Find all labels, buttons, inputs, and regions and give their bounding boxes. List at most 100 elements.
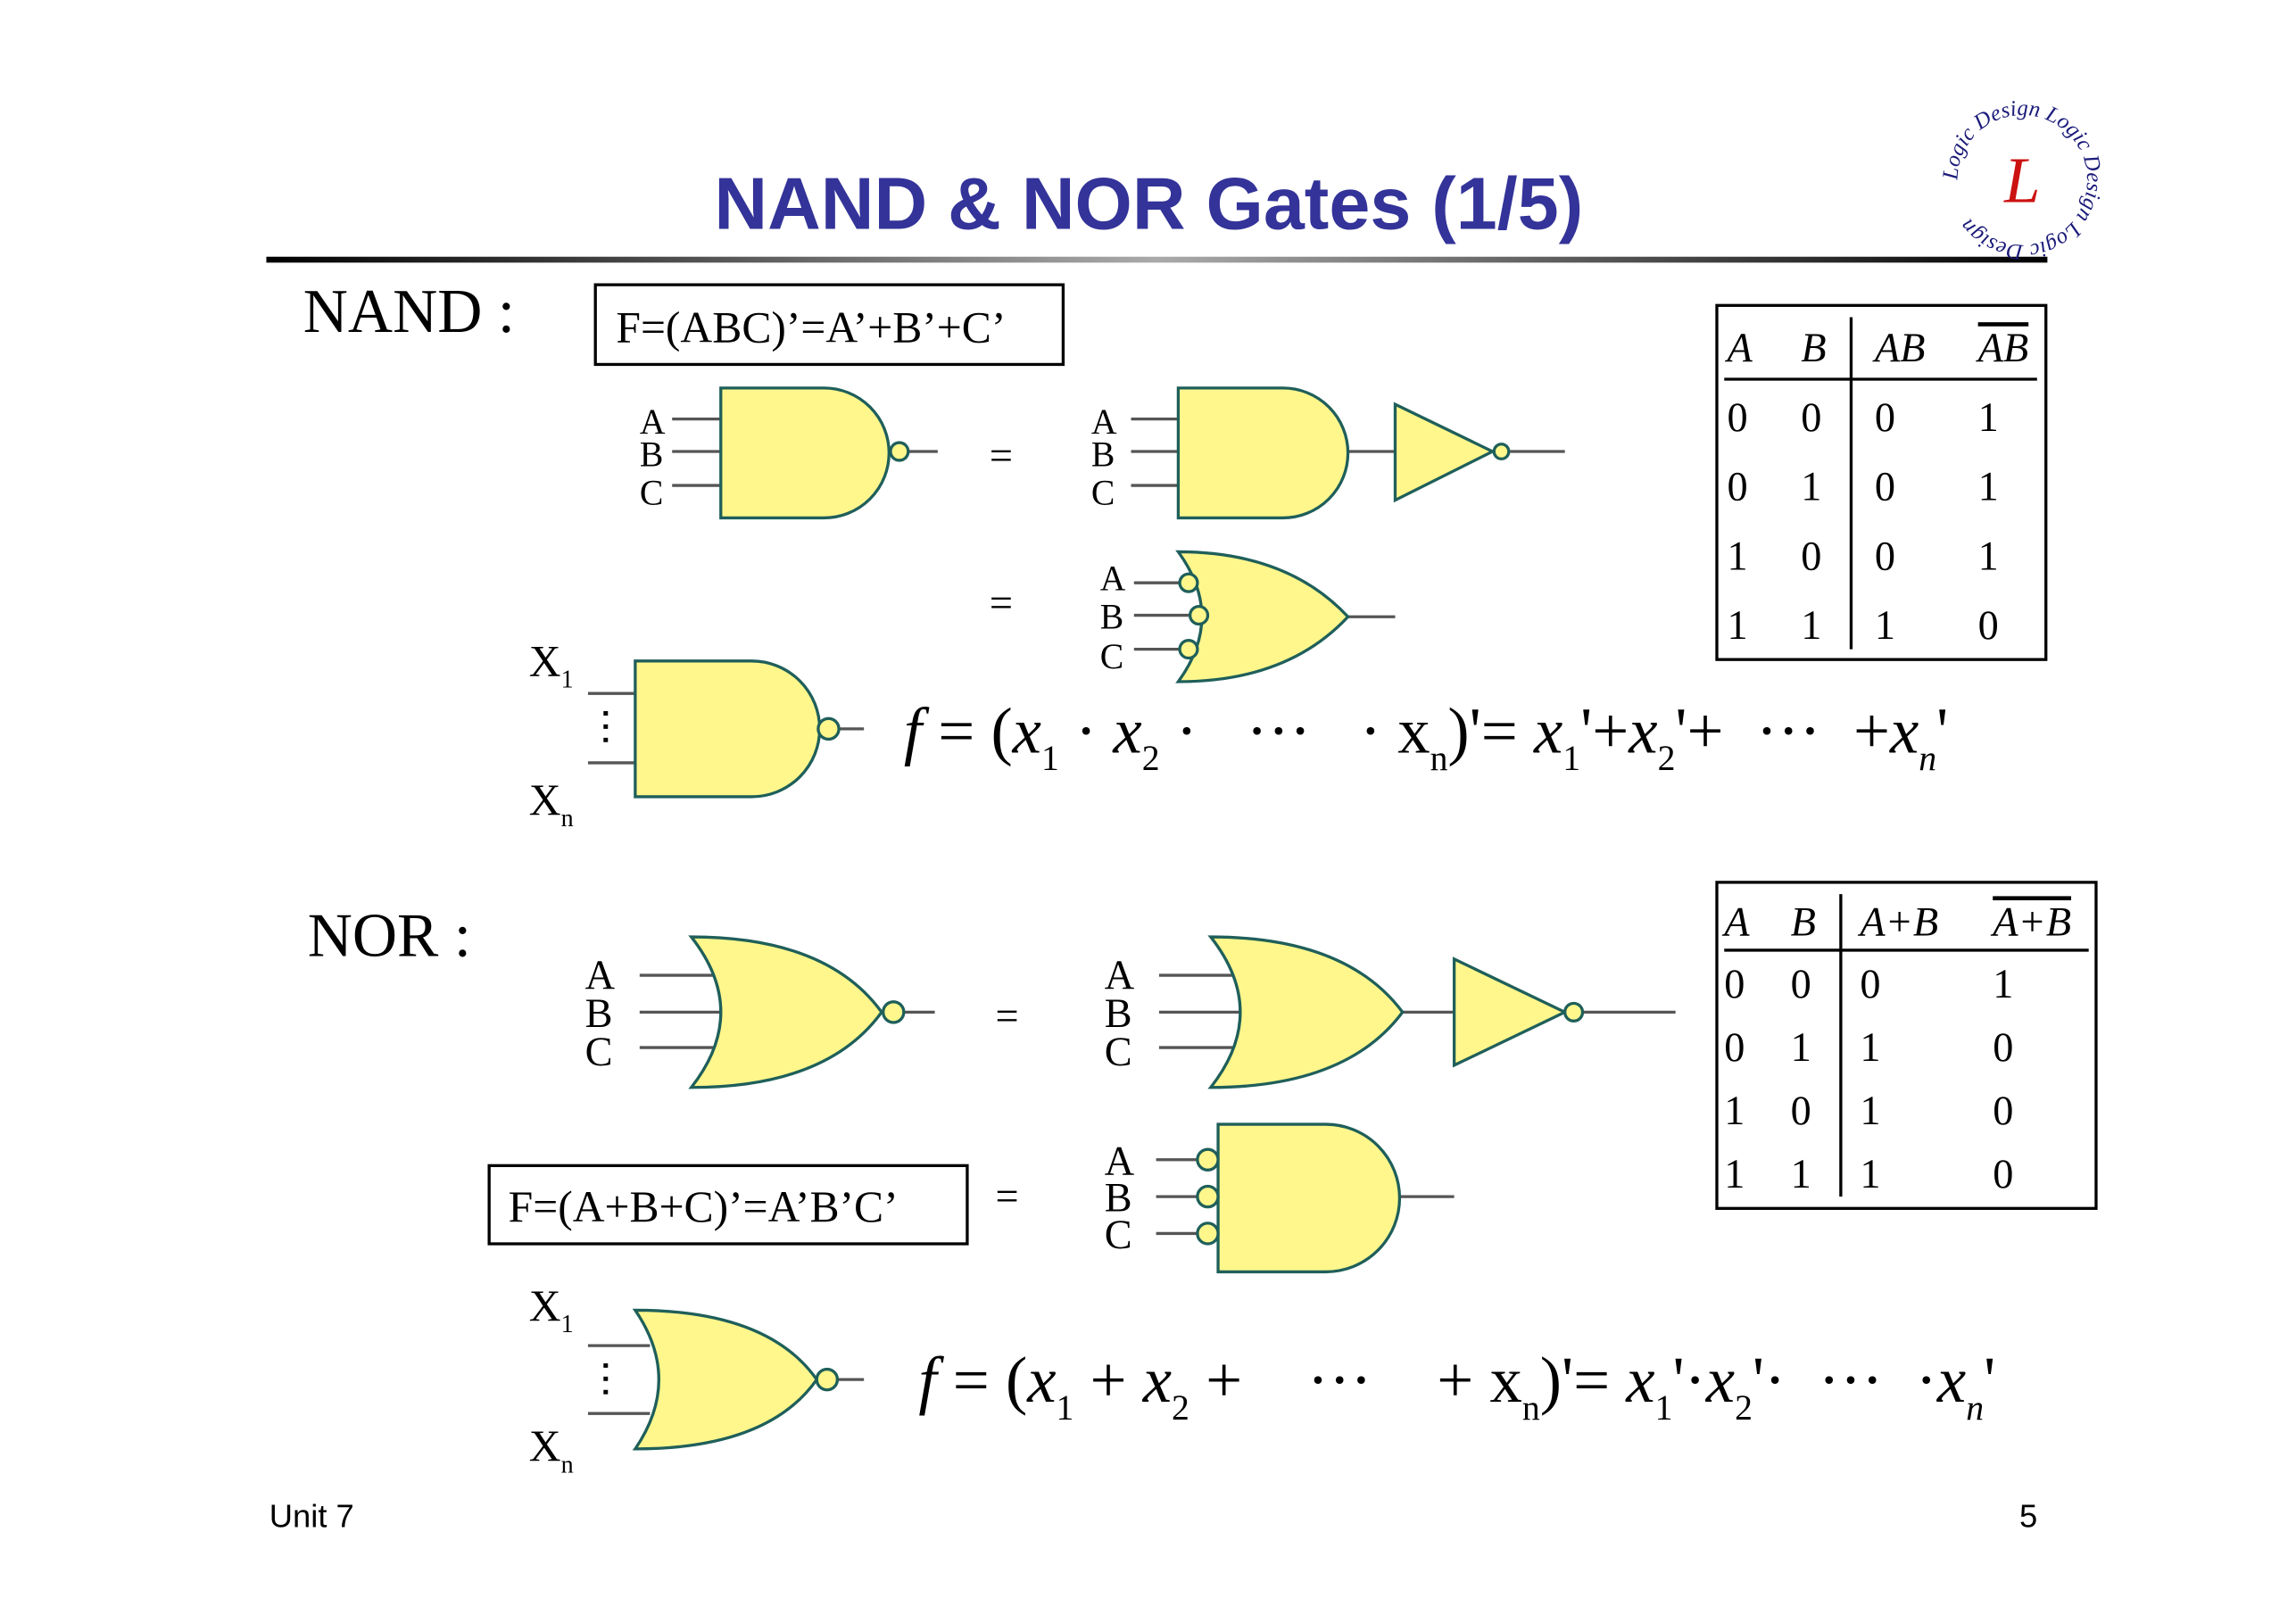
formula-subscript: 1 — [1041, 739, 1059, 778]
table-cell: 1 — [1728, 603, 1748, 649]
equals-sign: = — [996, 1174, 1019, 1220]
equals-sign: = — [990, 581, 1013, 626]
formula-token: x — [1625, 1344, 1654, 1416]
svg-text:X1: X1 — [529, 1281, 574, 1338]
table-cell: 1 — [1978, 465, 1999, 510]
table-cell: 1 — [1724, 1152, 1745, 1197]
table-cell: 1 — [1875, 603, 1895, 649]
formula-token: x — [1012, 694, 1041, 766]
n-input-nand-gate: X1 Xn — [529, 636, 865, 832]
formula-token: x — [1533, 694, 1562, 766]
nand-general-formula: f = (x1 · x2 · ··· · xn)'= x1'+x2'+ ··· … — [904, 694, 1948, 778]
footer-unit: Unit 7 — [269, 1498, 354, 1535]
formula-token: x — [1936, 1344, 1966, 1416]
equals-sign: = — [996, 994, 1019, 1039]
formula-token: ( — [1006, 1344, 1027, 1416]
nor-general-formula: f = (x1 + x2 + ··· + xn)'= x1'·x2'· ··· … — [918, 1344, 1995, 1428]
formula-token: ( — [991, 694, 1012, 766]
nand-gate-symbol: A B C — [640, 386, 938, 520]
table-header: AB — [1976, 326, 2029, 371]
and-inverted-inputs-equivalent: A B C — [1105, 1122, 1455, 1274]
table-cell: 1 — [1791, 1152, 1811, 1197]
formula-token: · — [1059, 694, 1114, 766]
table-cell: 0 — [1728, 395, 1748, 441]
svg-text:C: C — [585, 1030, 613, 1075]
formula-subscript: n — [1430, 739, 1448, 778]
table-cell: 0 — [1875, 465, 1895, 510]
formula-subscript: 2 — [1735, 1388, 1753, 1428]
formula-token: · ··· · — [1160, 694, 1398, 766]
svg-text:B: B — [585, 991, 613, 1037]
table-cell: 1 — [1724, 1089, 1745, 1134]
svg-text:A: A — [1105, 953, 1135, 998]
page-number: 5 — [2019, 1498, 2037, 1535]
formula-token: '= — [1562, 1344, 1626, 1416]
formula-token: = — [937, 1344, 1006, 1416]
formula-token: ' — [1936, 694, 1948, 766]
formula-token: '· — [1672, 1344, 1705, 1416]
table-cell: 0 — [1724, 962, 1745, 1007]
table-header: A+B — [1990, 899, 2071, 945]
table-cell: 0 — [1978, 603, 1999, 649]
nand-expression: F=(ABC)’=A’+B’+C’ — [616, 303, 1006, 352]
svg-text:B: B — [1105, 1176, 1132, 1221]
formula-subscript: 1 — [1562, 739, 1580, 778]
table-cell: 0 — [1728, 465, 1748, 510]
formula-subscript: 2 — [1658, 739, 1676, 778]
table-cell: 1 — [1860, 1152, 1880, 1197]
table-cell: 0 — [1791, 1089, 1811, 1134]
table-cell: 0 — [1801, 534, 1821, 579]
table-cell: 0 — [1875, 534, 1895, 579]
or-not-equivalent: A B C — [1105, 935, 1676, 1089]
table-header: A — [1725, 326, 1753, 371]
svg-text:B: B — [1105, 991, 1132, 1037]
svg-text:C: C — [640, 474, 663, 513]
formula-token: '+ — [1580, 694, 1629, 766]
formula-token: + — [1073, 1344, 1142, 1416]
slide-title: NAND & NOR Gates (1/5) — [714, 161, 1583, 244]
table-cell: 1 — [1978, 395, 1999, 441]
svg-text:L: L — [2003, 145, 2040, 217]
svg-text:X1: X1 — [529, 636, 574, 693]
svg-text:C: C — [1100, 637, 1123, 676]
table-cell: 1 — [1791, 1025, 1811, 1071]
svg-text:A: A — [585, 953, 616, 998]
formula-token: ' — [1984, 1344, 1995, 1416]
table-cell: 0 — [1875, 395, 1895, 441]
table-cell: 0 — [1993, 1152, 2013, 1197]
formula-subscript: 1 — [1057, 1388, 1074, 1428]
table-cell: 0 — [1860, 962, 1880, 1007]
table-header: B — [1791, 899, 1816, 945]
formula-token: = — [922, 694, 991, 766]
formula-subscript: n — [1966, 1388, 1984, 1428]
table-cell: 0 — [1801, 395, 1821, 441]
formula-token: + ··· + — [1189, 1344, 1490, 1416]
table-header: A — [1721, 899, 1750, 945]
svg-text:B: B — [1091, 435, 1115, 475]
table-cell: 1 — [1860, 1089, 1880, 1134]
svg-text:B: B — [1100, 597, 1123, 636]
nor-label: NOR : — [308, 902, 471, 971]
formula-subscript: n — [1522, 1388, 1540, 1428]
or-inverted-inputs-equivalent: A B C — [1100, 550, 1396, 683]
table-cell: 1 — [1860, 1025, 1880, 1071]
formula-token: ) — [1447, 694, 1469, 766]
formula-token: x — [1705, 1344, 1735, 1416]
formula-token: x — [1628, 694, 1657, 766]
formula-subscript: 2 — [1142, 739, 1160, 778]
logic-design-logo: Logic Design Logic Design Logic Design L — [1938, 96, 2106, 264]
table-header: AB — [1872, 326, 1926, 371]
table-cell: 1 — [1801, 603, 1821, 649]
nor-expression-box — [487, 1163, 969, 1246]
svg-text:C: C — [1091, 474, 1115, 513]
formula-subscript: n — [1919, 739, 1936, 778]
svg-text:A: A — [1105, 1139, 1135, 1184]
nand-expression-box — [593, 283, 1065, 367]
nor-expression: F=(A+B+C)’=A’B’C’ — [509, 1182, 899, 1231]
table-cell: 0 — [1791, 962, 1811, 1007]
table-header: A+B — [1857, 899, 1938, 945]
svg-text:C: C — [1105, 1030, 1132, 1075]
